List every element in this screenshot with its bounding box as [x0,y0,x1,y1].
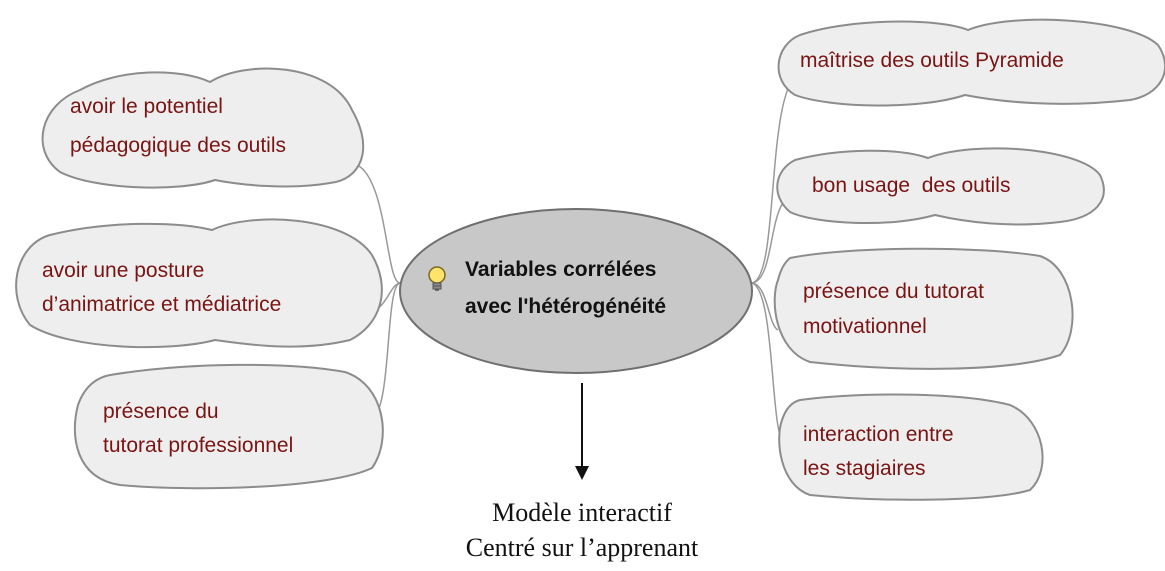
central-topic-line1: Variables corrélées [465,258,656,281]
node-left-3-line2: tutorat professionnel [103,434,293,457]
node-right-4-line1: interaction entre [803,423,954,446]
central-topic-line2: avec l'hétérogénéité [465,295,666,318]
node-left-1-line2: pédagogique des outils [70,134,286,157]
lightbulb-icon [428,266,446,291]
node-right-1[interactable]: maîtrise des outils Pyramide [777,18,1165,107]
node-left-3[interactable]: présence du tutorat professionnel [73,363,384,490]
node-right-3-line1: présence du tutorat [803,280,984,303]
node-left-1[interactable]: avoir le potentiel pédagogique des outil… [41,67,365,189]
node-left-3-line1: présence du [103,400,219,423]
connector-left-1 [351,162,401,284]
node-left-2-line1: avoir une posture [42,259,204,282]
central-topic[interactable]: Variables corrélées avec l'hétérogénéité [399,208,753,374]
node-left-2-line2: d’animatrice et médiatrice [42,293,281,316]
node-right-2[interactable]: bon usage des outils [776,147,1105,226]
node-right-1-line1: maîtrise des outils Pyramide [800,49,1064,72]
node-right-3-line2: motivationnel [803,315,927,338]
node-left-2[interactable]: avoir une posture d’animatrice et médiat… [15,218,383,349]
connector-right-3 [751,282,779,331]
result-line1: Modèle interactif [492,498,672,527]
down-arrow [575,383,589,480]
result-line2: Centré sur l’apprenant [466,533,699,562]
node-left-1-line1: avoir le potentiel [70,95,223,118]
node-right-2-line1: bon usage des outils [812,174,1010,197]
node-right-4[interactable]: interaction entre les stagiaires [778,393,1044,501]
node-right-3[interactable]: présence du tutorat motivationnel [773,247,1074,370]
node-right-4-line2: les stagiaires [803,457,926,480]
